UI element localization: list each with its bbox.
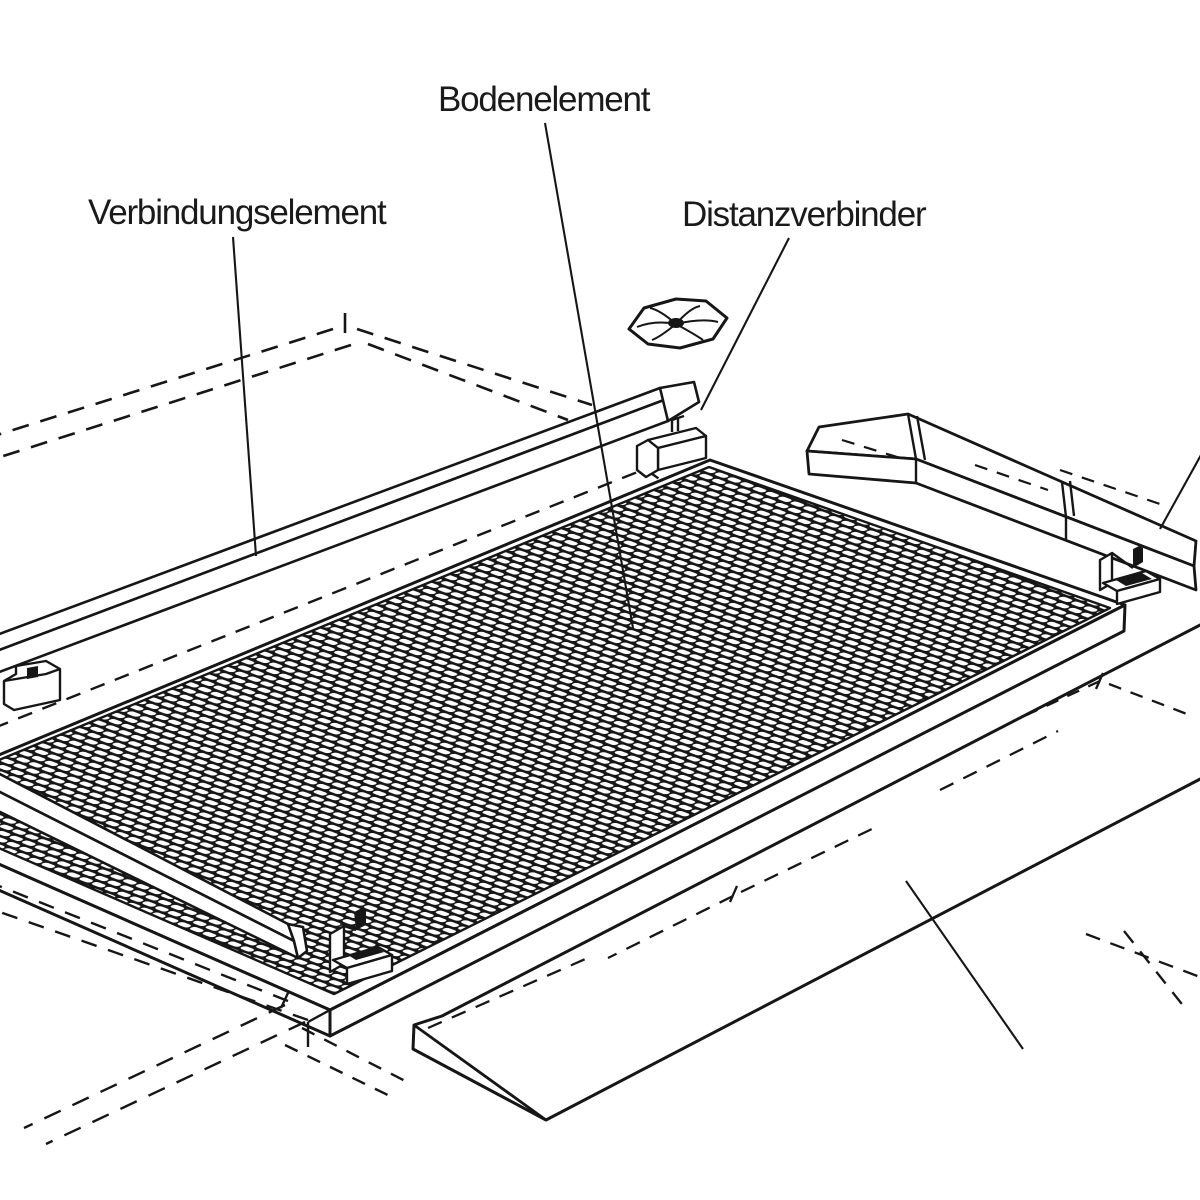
floor-corner-notch [306,1008,331,1047]
position-outline-bottom-right [1085,930,1200,1009]
clip-left-top-edge [3,667,61,683]
ramp-tick-1 [728,885,739,903]
outline-sw-dashed-c2 [284,1043,397,1101]
floor-front-face-left [0,863,332,1038]
spacer-clip-south [328,908,394,986]
leader-cropped-right [1159,454,1200,530]
clip-dv-channel [635,438,660,479]
clip-left-black-notch [27,666,38,679]
position-outline-top-left [0,313,593,459]
floor-element [0,458,1127,1047]
ramp-position-dashes [607,672,1193,960]
clip-right-bar-front [1115,577,1162,606]
connecting-rail-upper [0,380,701,674]
cap-center-hub [668,318,684,328]
leader-lines [231,122,1200,1050]
connecting-rail-lower [0,772,309,960]
cover-cap [627,297,729,350]
clip-dv-top-tab [670,414,685,432]
outline-sw-dashed-b1 [23,1003,286,1130]
clip-right-hook-line [1111,552,1134,569]
clip-south-hook-line [343,924,357,932]
outline-sw-dashed-c1 [301,1026,410,1085]
leader-distanzverbinder [700,237,790,411]
edge-plank [805,412,1198,592]
leader-bodenelement [543,122,635,629]
clip-right-black-bar [1116,573,1152,586]
label-bodenelement: Bodenelement [438,80,651,119]
clip-south-black-hook [354,908,366,930]
ramp-body [411,623,1200,1122]
clip-south-black-bar [348,947,384,960]
outline-dashed-right-upper [356,327,593,407]
plank-dashed-marks [841,438,1161,506]
ramp-left-slope-edge [413,1023,547,1122]
spacer-clip-distanzverbinder [635,414,708,479]
spacer-clip-left [2,659,62,712]
clip-right-black-hook [1133,546,1143,568]
label-verbindungselement: Verbindungselement [88,193,387,232]
rail-lower-end-cap [286,922,309,960]
leader-verbindungselement [231,236,258,557]
spacer-clip-right [1098,546,1162,606]
label-distanzverbinder: Distanzverbinder [682,195,927,234]
outline-sw-dashed-a1 [0,885,289,1003]
clip-south-bar-front [345,953,394,986]
position-outline-bottom-left [0,885,410,1146]
plank-joint-lines [906,413,1076,540]
outline-dashed-left-lower [0,343,352,459]
outline-dashed-left-upper [0,327,334,436]
ramp-fold-dashed [427,955,591,1030]
outline-dashed-right-lower [367,342,569,422]
outline-sw-dashed-b2 [45,1020,306,1146]
leader-cropped-bottom-right [905,880,1024,1050]
ramp-strip [411,623,1200,1122]
rail-upper-end-cap [658,380,701,423]
floor-grid-surface [0,465,1112,996]
